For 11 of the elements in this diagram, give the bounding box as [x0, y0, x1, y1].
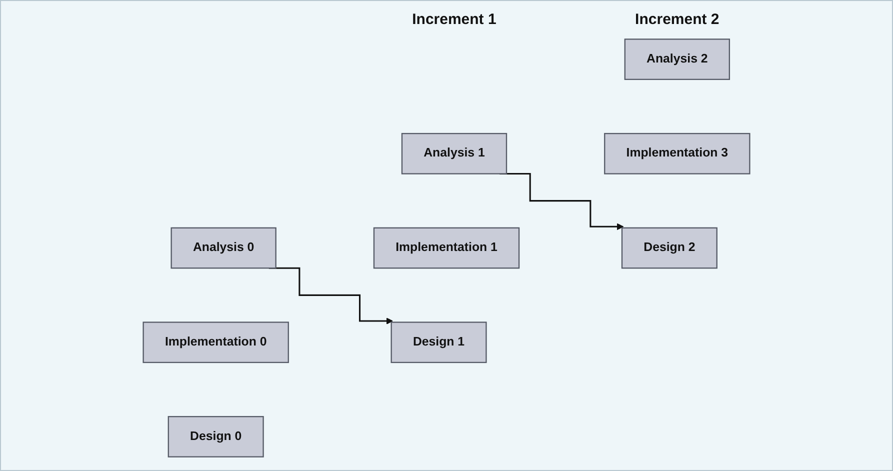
node-box: Design 1 [390, 322, 487, 364]
node-box: Design 2 [621, 227, 718, 269]
node-box: Implementation 3 [604, 132, 750, 174]
column-heading: Increment 1 [412, 11, 496, 28]
node-box: Analysis 1 [401, 132, 508, 174]
node-box: Analysis 2 [624, 38, 730, 80]
node-box: Analysis 0 [170, 227, 276, 269]
column-heading: Increment 2 [635, 11, 720, 28]
node-box: Implementation 0 [142, 322, 289, 364]
node-box: Implementation 1 [373, 227, 520, 269]
node-box: Design 0 [168, 416, 264, 458]
